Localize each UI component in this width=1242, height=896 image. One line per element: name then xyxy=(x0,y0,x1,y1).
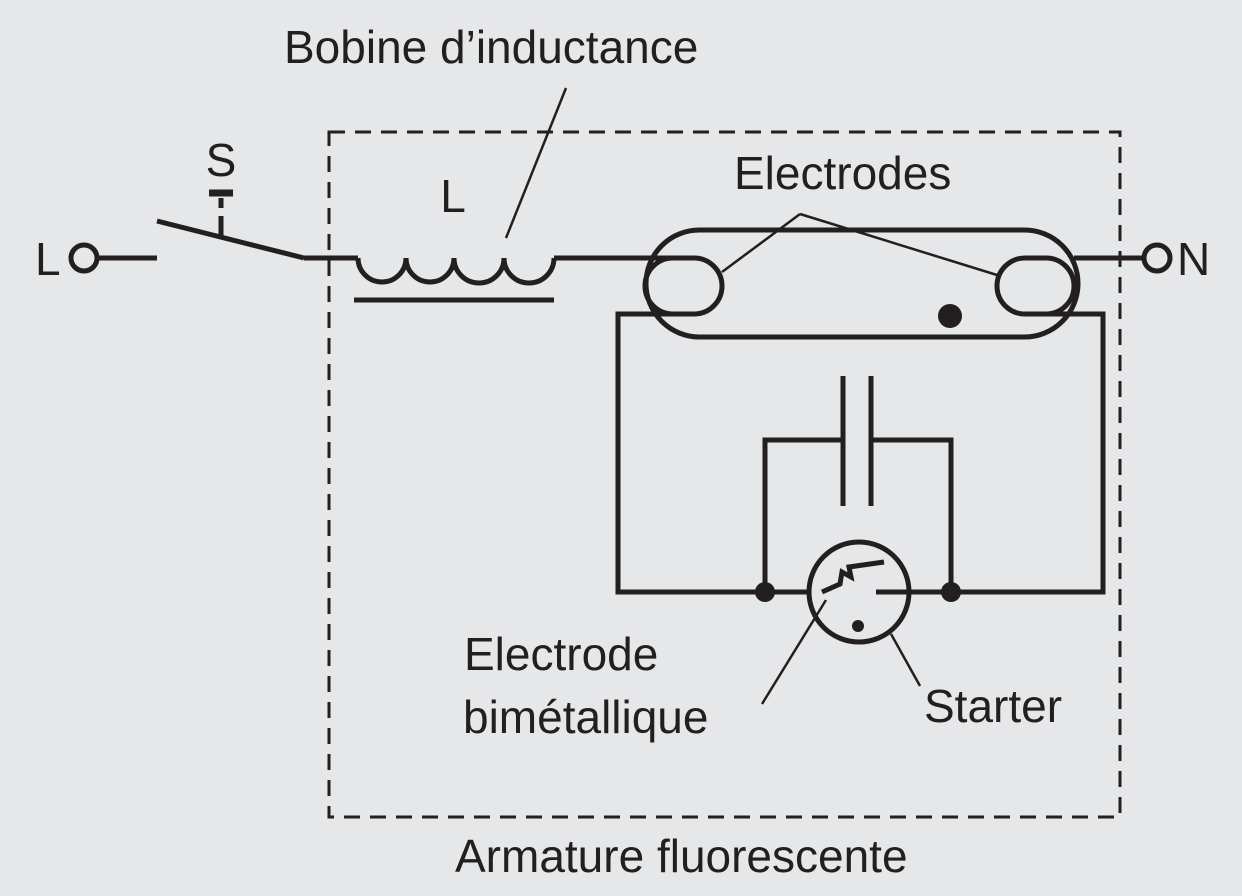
electrodes-callout-left xyxy=(721,212,801,274)
fixture-label: Armature fluorescente xyxy=(455,830,908,882)
left-electrode xyxy=(642,255,725,317)
capacitor-right-wire xyxy=(871,437,954,592)
starter-gas-dot xyxy=(852,620,864,632)
capacitor-left-wire xyxy=(762,437,843,592)
inductor-coil xyxy=(355,257,557,286)
right-electrode xyxy=(994,255,1077,317)
switch-label: S xyxy=(206,134,237,186)
switch-blade xyxy=(156,218,305,261)
junction-dot-left xyxy=(755,582,775,602)
neutral-terminal-label: N xyxy=(1177,233,1210,285)
left-starter-wire xyxy=(615,311,810,595)
bimetal-label-line1: Electrode xyxy=(464,628,658,680)
fixture-boundary xyxy=(327,130,1122,819)
neutral-terminal-circle xyxy=(1141,242,1173,274)
electrodes-label: Electrodes xyxy=(734,147,951,199)
inductor-label: L xyxy=(440,170,466,222)
inductor-callout-line xyxy=(504,87,568,239)
bimetal-electrode xyxy=(820,559,885,595)
starter-label: Starter xyxy=(924,680,1062,732)
line-terminal-circle xyxy=(68,242,100,274)
bimetal-callout-line xyxy=(760,599,828,705)
junction-dot-right xyxy=(941,582,961,602)
inductor-callout-label: Bobine d’inductance xyxy=(284,21,698,73)
fluorescent-tube xyxy=(643,227,1081,340)
bimetal-label-line2: bimétallique xyxy=(463,691,708,743)
tube-gas-dot xyxy=(938,304,962,328)
electrodes-callout-right xyxy=(799,212,998,277)
starter-callout-line xyxy=(889,633,922,687)
line-terminal-label: L xyxy=(35,233,61,285)
right-starter-wire xyxy=(908,311,1106,595)
